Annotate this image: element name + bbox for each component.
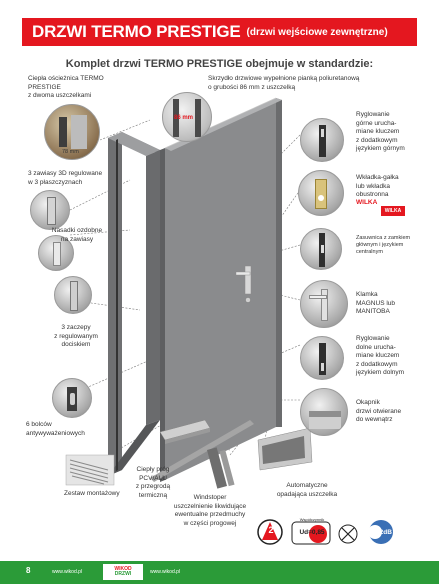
frame-dimension: 78 mm bbox=[62, 149, 79, 155]
class-badge-icon bbox=[257, 519, 283, 545]
footer-url-left[interactable]: www.wikod.pl bbox=[52, 569, 83, 575]
threshold-profile bbox=[159, 419, 211, 444]
label-handle: Klamka MAGNUS lub MANITOBA bbox=[356, 291, 396, 315]
label-strikes: 3 zaczepy z regulowanym dociskiem bbox=[54, 324, 98, 348]
auto-seal-image bbox=[257, 427, 313, 471]
bottom-lock-icon bbox=[300, 336, 344, 380]
footer-logo-bottom: DRZWI bbox=[114, 571, 132, 577]
class-badge-value: 2 bbox=[268, 525, 274, 535]
label-main-lock: Zasuwnica z zamkiem głównym i językiem c… bbox=[356, 235, 411, 255]
drip-cap-icon bbox=[300, 388, 348, 436]
label-kit: Zestaw montażowy bbox=[64, 490, 120, 497]
badges bbox=[257, 519, 393, 545]
hinge-cap-icon bbox=[38, 235, 74, 271]
main-lock-icon bbox=[300, 228, 342, 270]
label-insert-brand: WILKA bbox=[356, 199, 378, 206]
cylinder-insert-icon bbox=[298, 170, 344, 216]
label-hinges: 3 zawiasy 3D regulowane w 3 płaszczyznac… bbox=[28, 170, 103, 186]
mounting-kit-image bbox=[65, 454, 115, 486]
footer-url-right[interactable]: www.wikod.pl bbox=[150, 569, 181, 575]
page-subtitle: (drzwi wejściowe zewnętrzne) bbox=[246, 26, 388, 38]
footer-logo: WIKOD DRZWI bbox=[103, 564, 143, 580]
label-auto-seal: Automatyczne opadająca uszczelka bbox=[276, 482, 338, 498]
strike-plate-icon bbox=[54, 276, 92, 314]
title-bar: DRZWI TERMO PRESTIGE (drzwi wejściowe ze… bbox=[22, 18, 417, 46]
label-windstop: Windstoper uszczelnienie likwidujące ewe… bbox=[173, 494, 247, 527]
top-lock-icon bbox=[300, 118, 344, 162]
footer-logo-top: WIKOD bbox=[114, 566, 132, 572]
frame-detail-icon bbox=[44, 104, 100, 160]
label-caps: Nasadki ozdobne na zawiasy bbox=[51, 227, 103, 243]
door-frame bbox=[108, 132, 160, 476]
label-frame: Ciepła ościeżnica TERMO PRESTIGE z dwoma… bbox=[28, 75, 104, 99]
label-bolts: 6 bolców antywyważeniowych bbox=[26, 421, 85, 437]
label-bottom-lock: Ryglowanie dolne urucha- miane kluczem z… bbox=[356, 335, 405, 376]
label-insert: Wkładka-gałka lub wkładka obustronna bbox=[356, 174, 399, 198]
windstopper-image bbox=[206, 447, 235, 489]
page-number: 8 bbox=[26, 566, 31, 575]
ud-badge-icon bbox=[291, 521, 331, 545]
anti-burglary-bolt-icon bbox=[52, 378, 92, 418]
ud-badge-caption: Współczynnik bbox=[299, 516, 325, 522]
wilka-logo: WILKA bbox=[381, 206, 405, 216]
thermal-badge-icon bbox=[338, 524, 358, 544]
leaf-detail-icon bbox=[162, 92, 212, 142]
door-leaf bbox=[150, 97, 282, 482]
label-drip: Okapnik drzwi otwierane do wewnątrz bbox=[356, 399, 402, 423]
door-handle-icon bbox=[300, 280, 348, 328]
intro-heading: Komplet drzwi TERMO PRESTIGE obejmuje w … bbox=[65, 58, 374, 70]
hinge-icon bbox=[30, 190, 70, 230]
label-leaf: Skrzydło drzwiowe wypełnione pianką poli… bbox=[208, 75, 360, 91]
leaf-dimension: 86 mm bbox=[174, 115, 194, 121]
page-title: DRZWI TERMO PRESTIGE bbox=[32, 22, 241, 41]
rw-badge-value: 32dB bbox=[376, 528, 392, 536]
label-threshold: Ciepły próg PCV/ALU z przegrodą termiczn… bbox=[135, 466, 171, 499]
acoustic-badge-icon bbox=[368, 520, 393, 544]
label-top-lock: Ryglowanie górne urucha- miane kluczem z… bbox=[356, 111, 405, 152]
ud-badge-value: Ud=0,85 bbox=[299, 528, 325, 536]
